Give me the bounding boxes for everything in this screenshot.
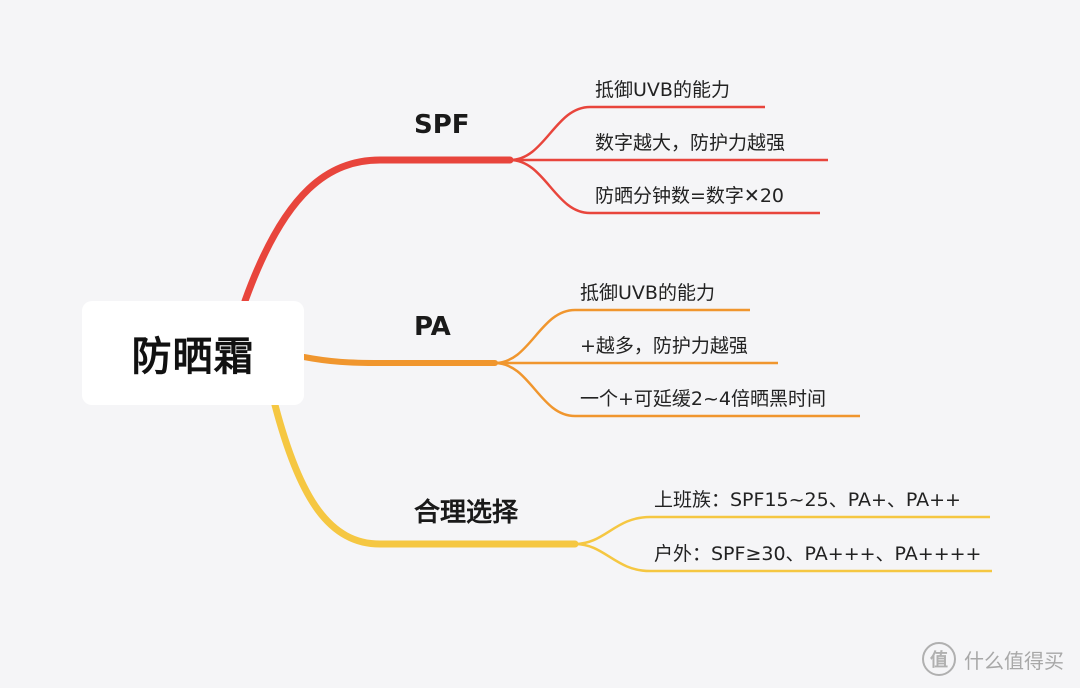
center-node: 防晒霜 bbox=[82, 301, 304, 405]
watermark-text: 什么值得买 bbox=[964, 648, 1064, 673]
pa-leaf-3-connector bbox=[494, 361, 860, 418]
branch-title-pa: PA bbox=[414, 312, 451, 342]
branch-title-choice: 合理选择 bbox=[414, 498, 519, 528]
choice-leaf-1-connector bbox=[574, 515, 990, 546]
spf-leaf-1: 抵御UVB的能力 bbox=[595, 79, 730, 101]
choice-leaf-2-connector bbox=[574, 542, 992, 573]
pa-main-connector bbox=[301, 354, 498, 366]
choice-leaf-2: 户外：SPF≥30、PA+++、PA++++ bbox=[654, 543, 982, 565]
watermark-logo-icon: 值 bbox=[922, 642, 956, 676]
watermark: 值 什么值得买 bbox=[922, 642, 1064, 676]
pa-leaf-3: 一个+可延缓2~4倍晒黑时间 bbox=[580, 388, 827, 410]
pa-leaf-2: +越多，防护力越强 bbox=[580, 335, 748, 357]
pa-leaf-1: 抵御UVB的能力 bbox=[580, 282, 715, 304]
spf-main-connector bbox=[241, 156, 514, 305]
spf-leaf-3: 防晒分钟数=数字✕20 bbox=[595, 185, 785, 207]
spf-leaf-2: 数字越大，防护力越强 bbox=[595, 132, 786, 154]
pa-leaf-1-connector bbox=[494, 308, 750, 365]
spf-leaf-1-connector bbox=[509, 105, 765, 162]
choice-leaf-1: 上班族：SPF15~25、PA+、PA++ bbox=[654, 489, 961, 511]
spf-leaf-3-connector bbox=[509, 158, 820, 215]
branch-title-spf: SPF bbox=[414, 110, 470, 140]
center-title: 防晒霜 bbox=[131, 334, 255, 380]
choice-main-connector bbox=[271, 401, 579, 548]
